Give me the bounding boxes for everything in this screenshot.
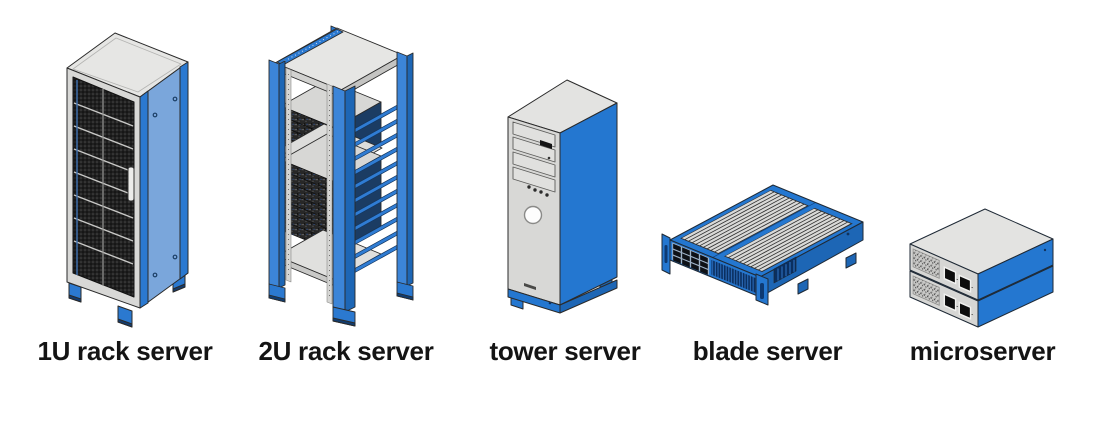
figure-1u-rack-server (40, 25, 220, 330)
power-button (523, 205, 543, 225)
2u-rack-server-illustration (268, 25, 414, 327)
label-1u-rack-server: 1U rack server (37, 336, 213, 366)
center-crossbar (712, 202, 821, 260)
micro-unit-upper (909, 208, 1054, 301)
figure-2u-rack-server (245, 18, 460, 330)
mounting-rails (285, 67, 333, 305)
rack-feet (268, 281, 414, 327)
rack-left-post (268, 59, 286, 289)
blade-modules (681, 190, 851, 271)
microserver-illustration (909, 208, 1054, 328)
blade-top (669, 184, 864, 278)
figure-tower-server (480, 65, 655, 320)
tower-base (507, 279, 618, 314)
optical-drive-slot (540, 140, 552, 149)
rack-top-slab (274, 27, 404, 98)
blade-server-illustration (661, 184, 864, 306)
label-2u-rack-server: 2U rack server (258, 336, 434, 366)
label-microserver: microserver (909, 336, 1056, 366)
side-panel (139, 61, 189, 309)
label-blade-server: blade server (692, 336, 843, 366)
rack-right-post (396, 51, 414, 287)
1u-rack-server-illustration (66, 32, 189, 328)
psu-module-grid (673, 243, 708, 275)
figure-blade-server (648, 172, 888, 317)
mesh-door (66, 67, 141, 309)
tower-front (507, 116, 561, 306)
mounting-ears (661, 233, 857, 306)
right-rail-slats (344, 102, 402, 279)
figure-microserver (893, 178, 1073, 338)
rack-front-post (332, 85, 356, 313)
brand-badge (524, 283, 536, 290)
label-tower-server: tower server (489, 336, 641, 366)
front-vent (711, 259, 757, 294)
tower-side (559, 102, 618, 306)
tower-server-illustration (507, 79, 618, 314)
door-handle (127, 166, 135, 202)
